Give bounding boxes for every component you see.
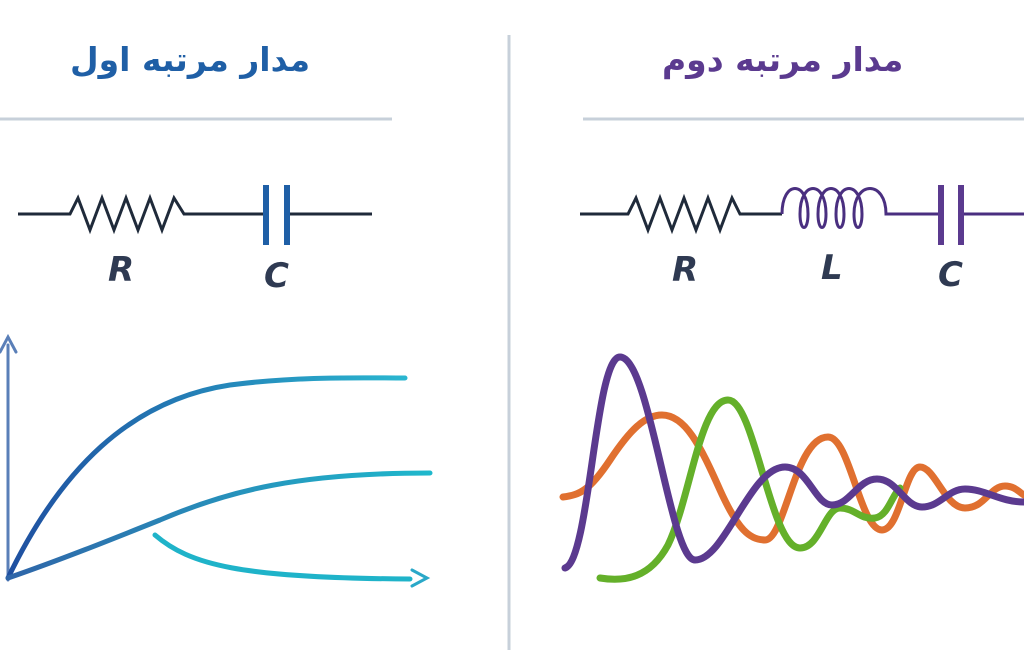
- resistor-symbol: [580, 193, 782, 235]
- x-axis-arrow-icon: [410, 568, 431, 588]
- capacitor-label: C: [264, 256, 289, 296]
- first-order-title: مدار مرتبه اول: [70, 40, 311, 79]
- resistor-label: R: [672, 250, 699, 290]
- inductor-label: L: [821, 248, 843, 288]
- first-order-graph: [0, 333, 433, 588]
- purple-oscillation: [561, 353, 1024, 572]
- second-order-graph: [559, 353, 1024, 583]
- green-oscillation: [596, 396, 904, 583]
- rc-circuit: [18, 185, 372, 245]
- orange-oscillation: [559, 411, 1024, 544]
- s-curve: [5, 470, 433, 581]
- inductor-symbol: [780, 187, 940, 229]
- charging-curve: [5, 375, 408, 581]
- second-order-title: مدار مرتبه دوم: [662, 40, 904, 79]
- resistor-symbol: [18, 193, 265, 235]
- resistor-label: R: [108, 250, 135, 290]
- decay-curve: [152, 532, 413, 582]
- y-axis-arrow-icon: [0, 333, 18, 354]
- rlc-circuit: [580, 185, 1024, 245]
- capacitor-label: C: [938, 255, 963, 295]
